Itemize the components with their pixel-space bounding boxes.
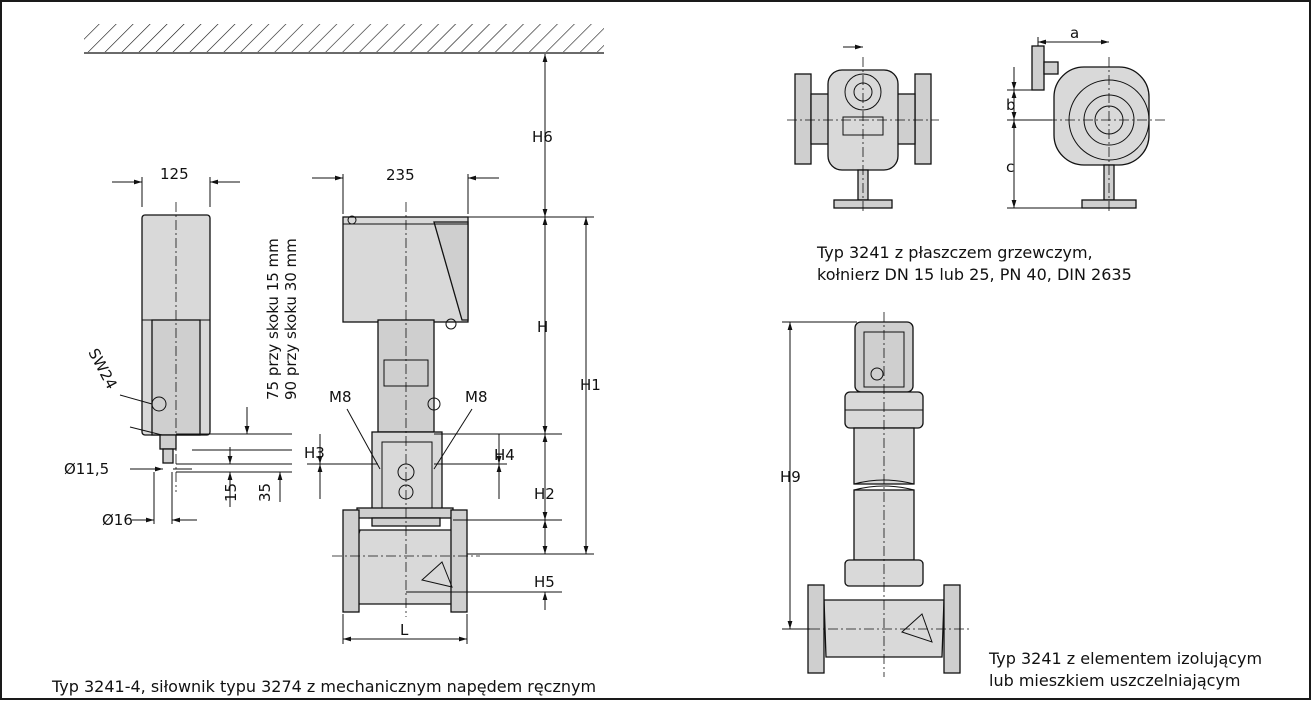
dim-m8-left-label: M8 — [329, 388, 352, 406]
caption-heating-line2: kołnierz DN 15 lub 25, PN 40, DIN 2635 — [817, 265, 1132, 284]
ceiling-hatch — [84, 24, 604, 54]
caption-heating-line1: Typ 3241 z płaszczem grzewczym, — [816, 243, 1093, 262]
dim-125-label: 125 — [160, 165, 189, 183]
dim-d11-label: Ø11,5 — [64, 460, 109, 478]
dim-h4-label: H4 — [494, 446, 515, 464]
dim-35-label: 35 — [256, 483, 274, 502]
dim-235-label: 235 — [386, 166, 415, 184]
dim-a-label: a — [1070, 24, 1079, 42]
dim-h3-label: H3 — [304, 444, 325, 462]
dim-15-label: 15 — [222, 483, 240, 502]
dim-h9-label: H9 — [780, 468, 801, 486]
dim-sw24-label: SW24 — [84, 345, 120, 392]
dim-l-label: L — [400, 621, 409, 639]
insulating-valve-view — [782, 312, 972, 677]
dim-h-label: H — [537, 318, 548, 336]
dim-h2-label: H2 — [534, 485, 555, 503]
dim-stroke-90-label: 90 przy skoku 30 mm — [282, 238, 300, 400]
dim-b-label: b — [1006, 96, 1016, 114]
caption-insulating-line2: lub mieszkiem uszczelniającym — [989, 671, 1241, 690]
actuator-side-view — [112, 177, 292, 524]
caption-insulating-line1: Typ 3241 z elementem izolującym — [988, 649, 1262, 668]
caption-main: Typ 3241-4, siłownik typu 3274 z mechani… — [51, 677, 596, 696]
dim-h1-label: H1 — [580, 376, 601, 394]
valve-front-view — [307, 54, 594, 644]
dim-stroke-75-label: 75 przy skoku 15 mm — [264, 238, 282, 400]
dim-m8-right-label: M8 — [465, 388, 488, 406]
heating-jacket-views — [787, 37, 1167, 212]
dim-h6-label: H6 — [532, 128, 553, 146]
dim-d16-label: Ø16 — [102, 511, 133, 529]
dim-c-label: c — [1006, 158, 1014, 176]
dim-h5-label: H5 — [534, 573, 555, 591]
